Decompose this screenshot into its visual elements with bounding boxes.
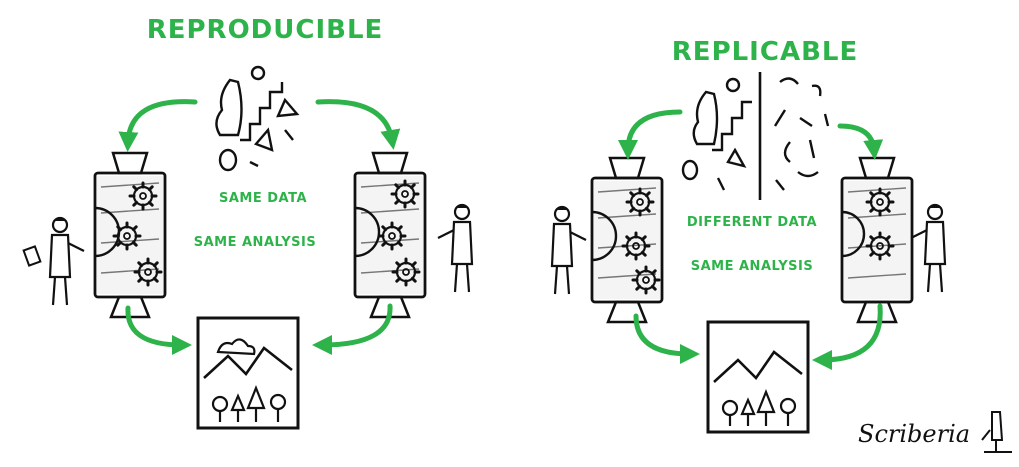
machine-left-b <box>353 151 427 319</box>
scientist-icon <box>550 204 588 296</box>
scriberia-logo: Scriberia <box>858 411 1012 453</box>
same-analysis-label: SAME ANALYSIS <box>691 259 814 274</box>
scientist-icon <box>436 202 474 294</box>
scientist-icon <box>909 202 947 294</box>
machine-left-a <box>93 151 167 319</box>
data-shapes-icon <box>215 65 300 172</box>
data-shapes-icon <box>681 72 830 200</box>
panel-reproducible: REPRODUCIBLE <box>22 15 474 430</box>
scientist-icon <box>48 215 86 307</box>
replicable-title: REPLICABLE <box>672 37 858 67</box>
same-data-label: SAME DATA <box>219 191 307 206</box>
clipboard-icon <box>22 245 42 267</box>
microscope-icon <box>981 411 1012 453</box>
arrow-icon <box>618 109 884 370</box>
landscape-picture-icon <box>706 320 810 434</box>
panel-replicable: REPLICABLE <box>550 37 947 434</box>
different-data-label: DIFFERENT DATA <box>687 215 817 230</box>
arrow-icon <box>118 99 401 355</box>
reproducible-title: REPRODUCIBLE <box>147 15 384 45</box>
landscape-picture-icon <box>196 316 300 430</box>
scriberia-signature: Scriberia <box>858 420 970 448</box>
machine-right-b <box>840 156 914 324</box>
machine-right-a <box>590 156 664 324</box>
same-analysis-label: SAME ANALYSIS <box>194 235 317 250</box>
